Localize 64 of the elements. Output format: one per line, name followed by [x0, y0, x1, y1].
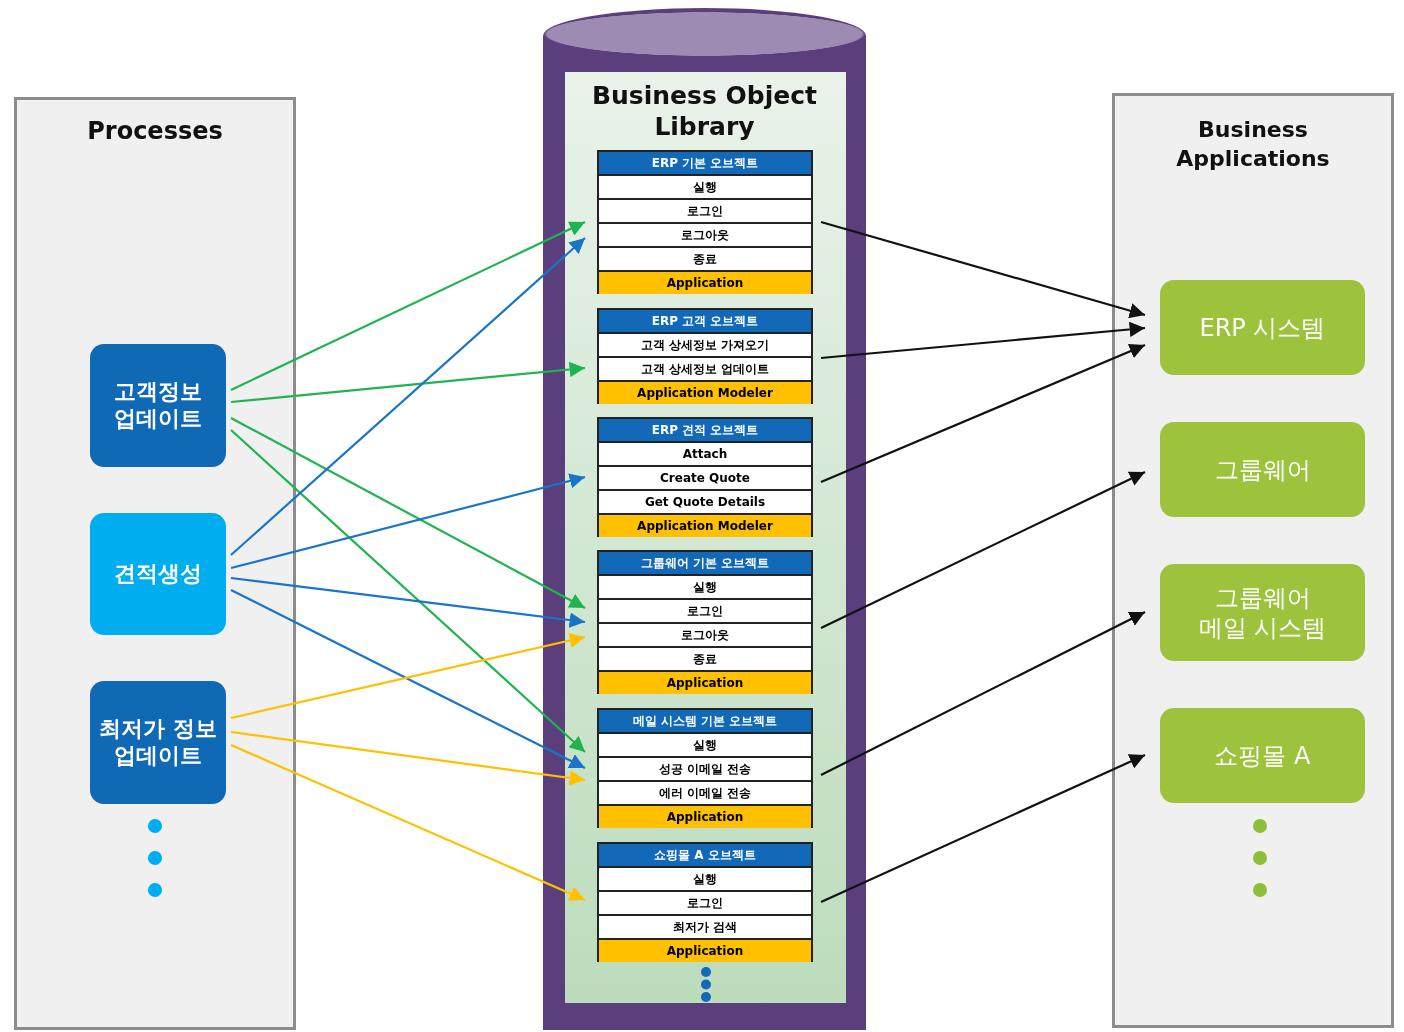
object-table	[597, 842, 813, 962]
table-row: 실행	[599, 732, 811, 756]
arrow	[230, 744, 586, 901]
application-box: 그룹웨어	[1160, 422, 1365, 517]
application-box: ERP 시스템	[1160, 280, 1365, 375]
table-row: 로그인	[599, 890, 811, 914]
table-row: 실행	[599, 866, 811, 890]
table-header: 메일 시스템 기본 오브젝트	[599, 710, 811, 732]
arrow	[230, 589, 586, 769]
table-row: 실행	[599, 174, 811, 198]
library-title: Business Object Library	[591, 80, 818, 143]
panel	[1112, 93, 1394, 1028]
table-row: Application	[599, 270, 811, 294]
arrow	[230, 576, 586, 628]
table-row: Application	[599, 670, 811, 694]
table-row: Application	[599, 938, 811, 962]
table-row: 로그인	[599, 198, 811, 222]
arrow	[230, 473, 586, 570]
table-row: 로그아웃	[599, 222, 811, 246]
table-row: Attach	[599, 441, 811, 465]
table-row: Create Quote	[599, 465, 811, 489]
arrow	[230, 632, 586, 720]
table-row: 로그아웃	[599, 622, 811, 646]
table-header: ERP 견적 오브젝트	[599, 419, 811, 441]
object-table	[597, 550, 813, 694]
arrow	[820, 220, 1146, 319]
table-header: 쇼핑몰 A 오브젝트	[599, 844, 811, 866]
arrow	[820, 321, 1146, 360]
panel	[14, 97, 296, 1030]
arrow	[820, 611, 1146, 776]
table-header: ERP 기본 오브젝트	[599, 152, 811, 174]
object-table	[597, 708, 813, 828]
table-row: 실행	[599, 574, 811, 598]
table-row: Application	[599, 804, 811, 828]
object-table	[597, 417, 813, 537]
table-row: 성공 이메일 전송	[599, 756, 811, 780]
arrow	[230, 221, 586, 391]
arrow	[230, 429, 586, 753]
table-row: Application Modeler	[599, 380, 811, 404]
table-row: 로그인	[599, 598, 811, 622]
library-cylinder	[543, 8, 866, 1030]
process-label: 견적생성	[114, 560, 202, 588]
object-table	[597, 308, 813, 404]
table-row: Application Modeler	[599, 513, 811, 537]
arrow	[230, 361, 586, 404]
process-box	[90, 513, 226, 635]
panel-title: Processes	[86, 116, 224, 147]
table-header: 그룹웨어 기본 오브젝트	[599, 552, 811, 574]
process-label: 최저가 정보 업데이트	[98, 716, 218, 769]
arrow	[230, 417, 586, 609]
object-table	[597, 150, 813, 294]
arrow	[820, 471, 1146, 629]
process-label: 고객정보 업데이트	[113, 379, 203, 432]
process-box	[90, 344, 226, 467]
panel-title: Business Applications	[1175, 116, 1331, 173]
arrow	[230, 730, 586, 786]
application-box: 그룹웨어 메일 시스템	[1160, 564, 1365, 661]
arrow	[820, 343, 1146, 483]
arrow	[230, 237, 586, 556]
table-header: ERP 고객 오브젝트	[599, 310, 811, 332]
table-row: 고객 상세정보 가져오기	[599, 332, 811, 356]
application-box: 쇼핑몰 A	[1160, 708, 1365, 803]
process-box	[90, 681, 226, 804]
arrow	[820, 754, 1146, 903]
